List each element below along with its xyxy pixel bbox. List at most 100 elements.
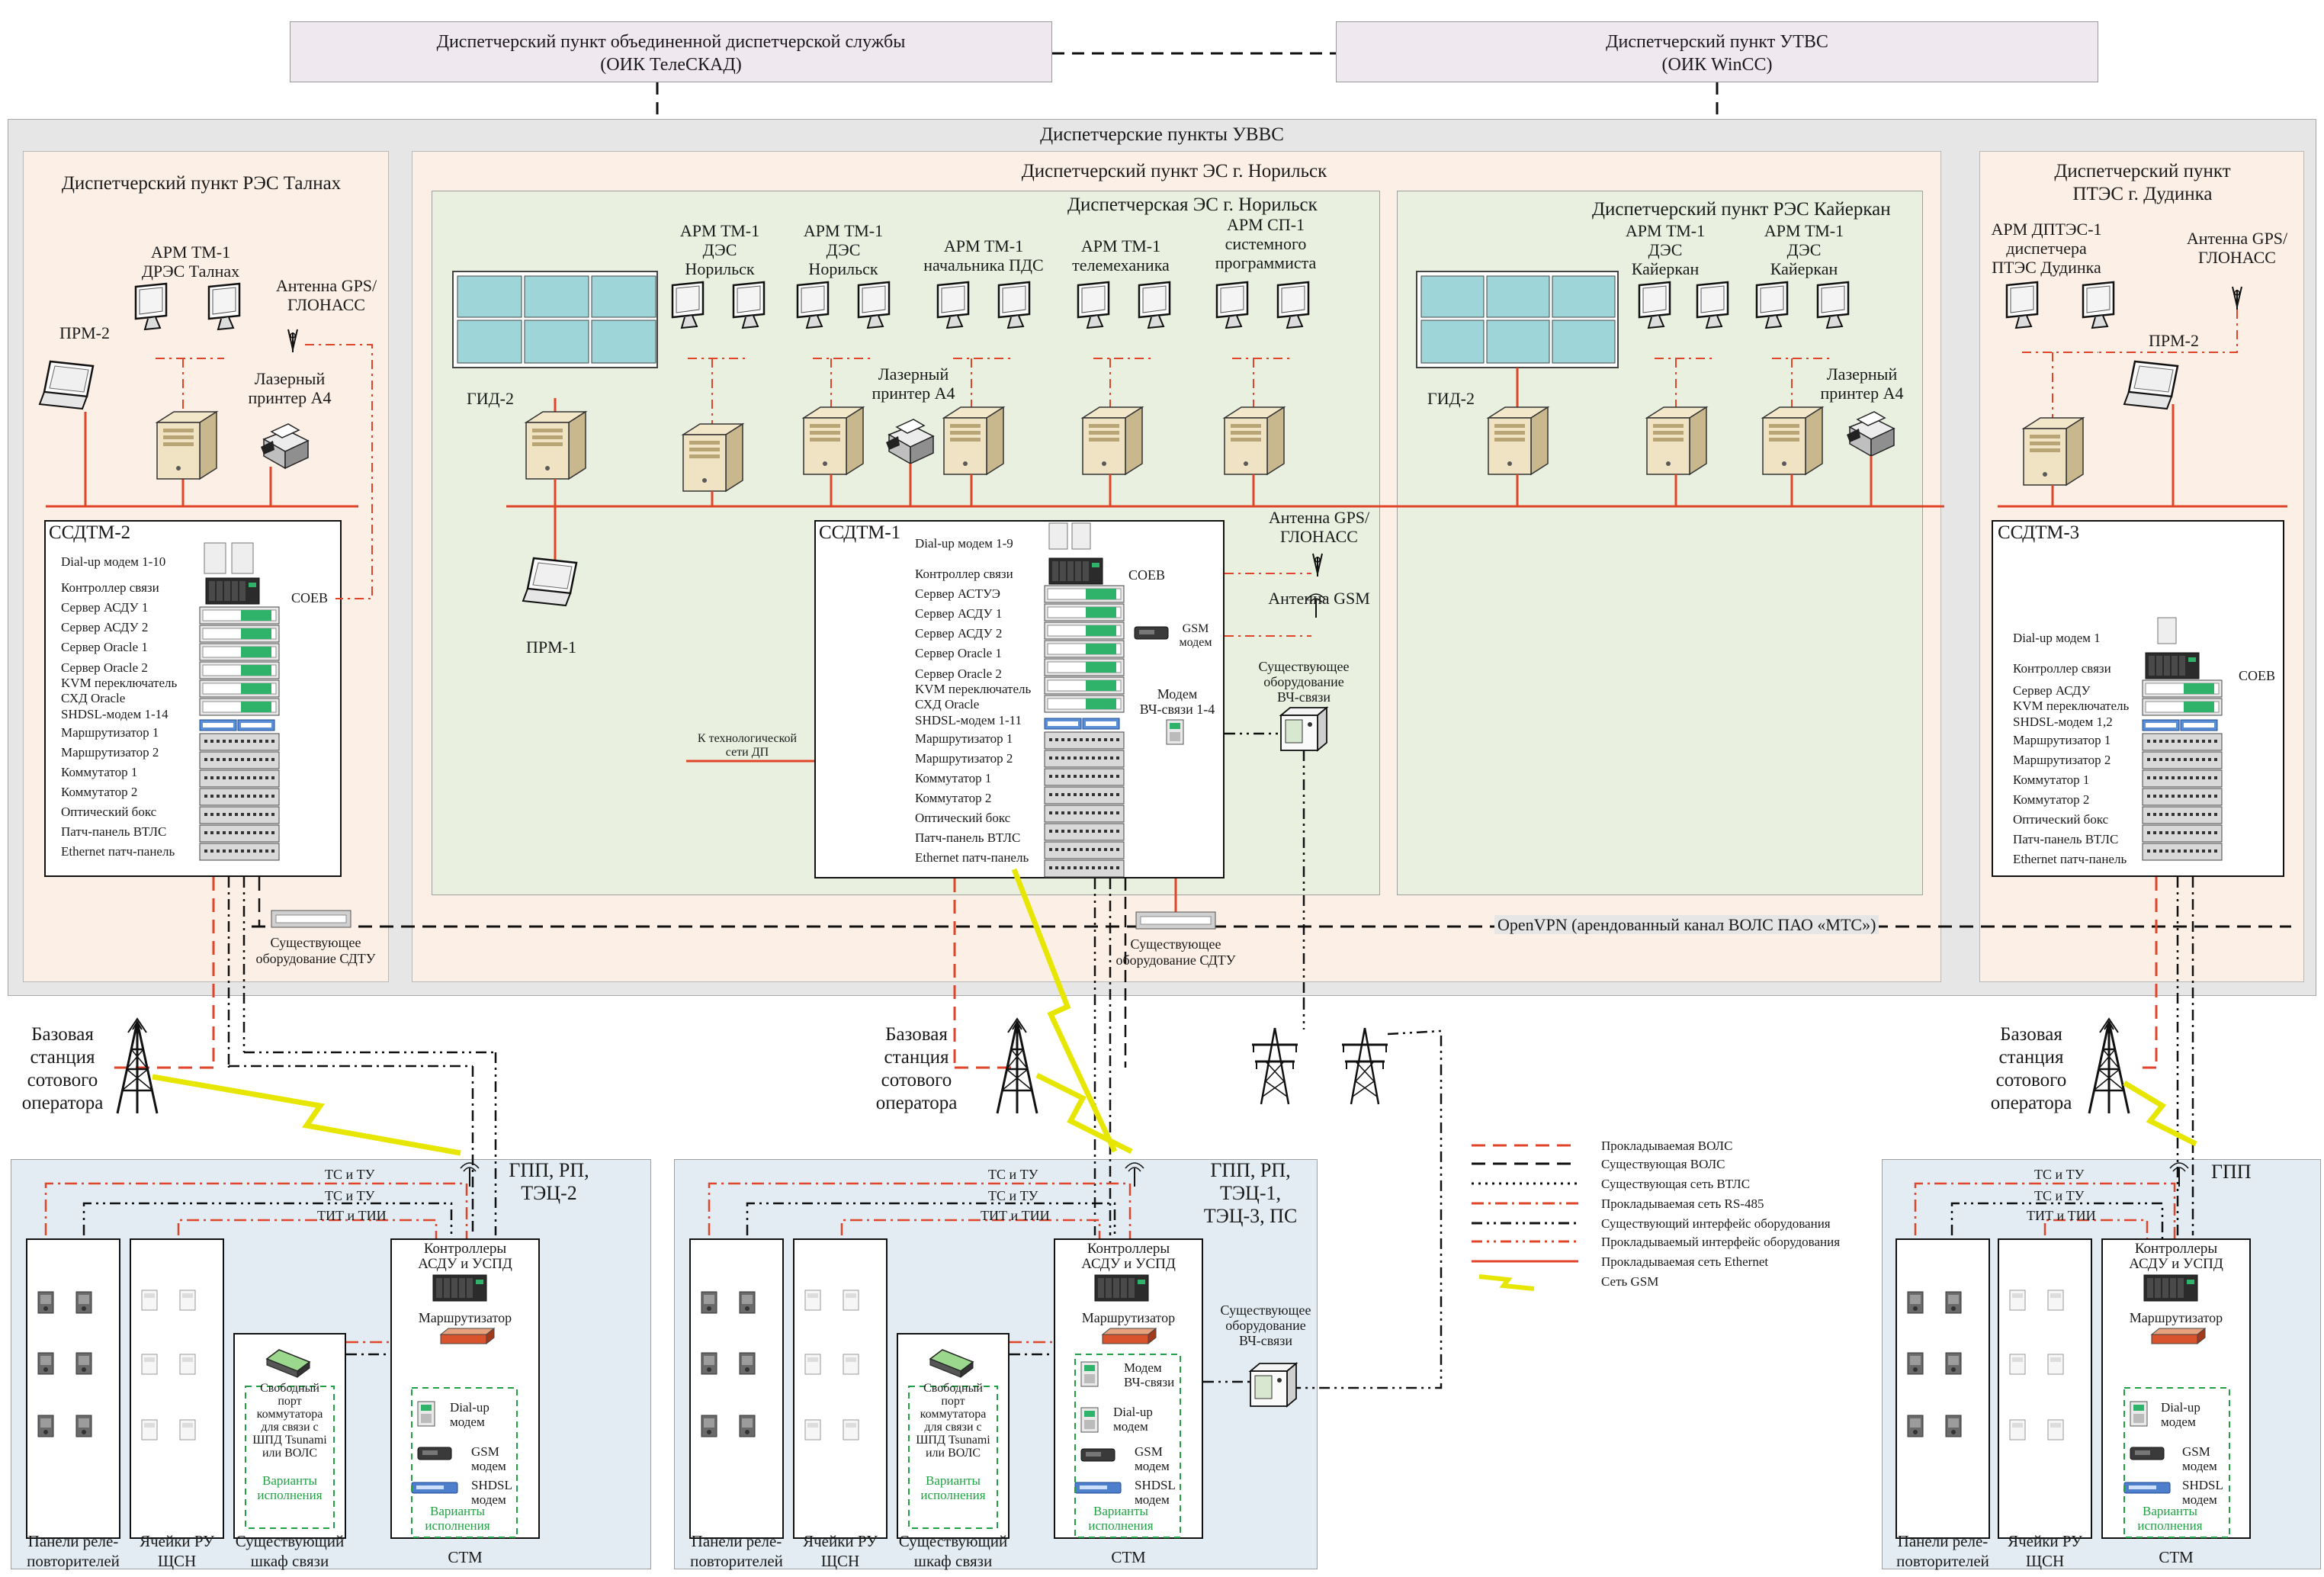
site-mid-stm: СТМ bbox=[1111, 1548, 1146, 1566]
base-station-right-label: Базовая станция сотового оператора bbox=[1990, 1024, 2072, 1113]
base-station-mid-label: Базовая станция сотового оператора bbox=[875, 1024, 958, 1113]
site-mid-ts-1: ТС и ТУ bbox=[988, 1167, 1038, 1182]
uvvs-title: Диспетчерские пункты УВВС bbox=[1040, 124, 1284, 145]
rack-item: KVM переключатель bbox=[61, 676, 178, 690]
site-mid-panels-frame bbox=[689, 1238, 784, 1539]
site-mid-tit: ТИТ и ТИИ bbox=[981, 1208, 1050, 1223]
norilsk-printer-label: Лазерный принтер А4 bbox=[872, 365, 955, 403]
rack-item: СХД Oracle bbox=[915, 697, 980, 711]
rack-item: Сервер Oracle 1 bbox=[915, 646, 1002, 660]
rack-item: SHDSL-модем 1,2 bbox=[2013, 715, 2113, 729]
site-right-gsm: GSM модем bbox=[2182, 1444, 2217, 1473]
legend-item: Прокладываемая сеть Ethernet bbox=[1601, 1254, 1769, 1269]
rack-ssdtm-3-frame bbox=[1992, 520, 2284, 877]
top-box-ojs bbox=[290, 21, 1052, 82]
rack-item: Оптический бокс bbox=[915, 811, 1011, 825]
rack-item: Патч-панель ВТЛС bbox=[2013, 832, 2119, 846]
site-mid-vch-existing: Существующее оборудование ВЧ-связи bbox=[1220, 1302, 1311, 1348]
rack-ssdtm-3-visual bbox=[2142, 617, 2223, 861]
site-right-dialup: Dial-up модем bbox=[2161, 1400, 2200, 1429]
site-mid-shdsl: SHDSL модем bbox=[1135, 1478, 1176, 1507]
site-left-router: Маршрутизатор bbox=[418, 1310, 512, 1325]
site-mid-router: Маршрутизатор bbox=[1081, 1310, 1176, 1325]
rack-item: Dial-up модем 1-9 bbox=[915, 536, 1013, 551]
norilsk-vch-modem: Модем ВЧ-связи 1-4 bbox=[1139, 686, 1215, 717]
dudinka-rack-title: ССДТМ-3 bbox=[1998, 522, 2080, 543]
norilsk-prm-label: ПРМ-1 bbox=[526, 638, 577, 657]
openvpn-label: OpenVPN (арендованный канал ВОЛС ПАО «МТ… bbox=[1494, 915, 1879, 934]
rack-item: Патч-панель ВТЛС bbox=[61, 824, 167, 839]
norilsk-gsm-modem: GSM модем bbox=[1179, 622, 1212, 649]
norilsk-gid-label: ГИД-2 bbox=[467, 389, 514, 408]
site-left-controllers: Контроллеры АСДУ и УСПД bbox=[418, 1241, 512, 1272]
legend-item: Существующий интерфейс оборудования bbox=[1601, 1216, 1831, 1231]
kayerkan-printer-label: Лазерный принтер А4 bbox=[1820, 365, 1904, 403]
rack-item: Коммутатор 1 bbox=[915, 771, 992, 785]
norilsk-sub-title: Диспетчерская ЭС г. Норильск bbox=[1067, 194, 1318, 215]
site-right-router: Маршрутизатор bbox=[2129, 1310, 2223, 1325]
site-left-cells: Ячейки РУ ЩСН bbox=[140, 1532, 214, 1570]
site-left-free-port: Свободный порт коммутатора для связи с Ш… bbox=[252, 1382, 327, 1460]
rack-item: Сервер АСДУ 1 bbox=[61, 600, 149, 615]
talnakh-soev: СОЕВ bbox=[291, 590, 329, 605]
kayerkan-arm-1: АРМ ТМ-1 ДЭС Кайеркан bbox=[1625, 221, 1706, 278]
norilsk-antenna-gps: Антенна GPS/ ГЛОНАСС bbox=[1268, 508, 1370, 546]
site-right-controllers: Контроллеры АСДУ и УСПД bbox=[2129, 1241, 2223, 1272]
rack-item: KVM переключатель bbox=[915, 682, 1032, 696]
rack-item: Сервер АСТУЭ bbox=[915, 586, 1001, 601]
site-left-dialup: Dial-up модем bbox=[450, 1400, 490, 1429]
rack-item: Сервер Oracle 1 bbox=[61, 640, 148, 654]
rack-item: SHDSL-модем 1-14 bbox=[61, 707, 169, 721]
rack-ssdtm-2-frame bbox=[44, 520, 342, 877]
site-left-cabinet-frame bbox=[233, 1333, 346, 1539]
norilsk-title: Диспетчерский пункт ЭС г. Норильск bbox=[1021, 161, 1327, 181]
site-left-panels-frame bbox=[26, 1238, 120, 1539]
talnakh-title: Диспетчерский пункт РЭС Талнах bbox=[61, 173, 342, 194]
site-left-title: ГПП, РП, ТЭЦ-2 bbox=[509, 1159, 589, 1204]
dudinka-rack-list: Dial-up модем 1 Контроллер связи Сервер … bbox=[2013, 628, 2129, 869]
rack-ssdtm-1-visual bbox=[1044, 522, 1125, 878]
rack-item: Ethernet патч-панель bbox=[2013, 852, 2127, 866]
site-left-ts-1: ТС и ТУ bbox=[325, 1167, 375, 1182]
site-mid-cells: Ячейки РУ ЩСН bbox=[803, 1532, 878, 1570]
site-mid-free-port: Свободный порт коммутатора для связи с Ш… bbox=[916, 1382, 990, 1460]
site-left-stm: СТМ bbox=[448, 1548, 483, 1566]
site-left-panels: Панели реле- повторителей bbox=[27, 1532, 120, 1570]
site-right-stm: СТМ bbox=[2159, 1548, 2194, 1566]
rack-item: Ethernet патч-панель bbox=[915, 850, 1029, 865]
rack-item: Патч-панель ВТЛС bbox=[915, 830, 1021, 845]
dudinka-arm: АРМ ДПТЭС-1 диспетчера ПТЭС Дудинка bbox=[1991, 220, 2102, 277]
site-mid-variants-stm: Варианты исполнения bbox=[1088, 1504, 1154, 1533]
talnakh-antenna-label: Антенна GPS/ ГЛОНАСС bbox=[275, 276, 377, 314]
top-box-utvs-label: Диспетчерский пункт УТВС (ОИК WinCC) bbox=[1606, 32, 1828, 75]
site-right-tit: ТИТ и ТИИ bbox=[2027, 1208, 2096, 1223]
legend-item: Прокладываемая сеть RS-485 bbox=[1601, 1196, 1764, 1211]
site-mid-vch: Модем ВЧ-связи bbox=[1124, 1360, 1175, 1389]
site-left-tit: ТИТ и ТИИ bbox=[317, 1208, 387, 1223]
kayerkan-title: Диспетчерский пункт РЭС Кайеркан bbox=[1592, 199, 1891, 220]
talnakh-sdtu-label: Существующее оборудование СДТУ bbox=[255, 935, 376, 966]
rack-item: Контроллер связи bbox=[61, 580, 159, 595]
norilsk-tech-net: К технологической сети ДП bbox=[697, 732, 798, 759]
rack-item: Dial-up модем 1 bbox=[2013, 631, 2101, 645]
dudinka-antenna: Антенна GPS/ ГЛОНАСС bbox=[2186, 229, 2288, 267]
norilsk-arm-3: АРМ ТМ-1 начальника ПДС bbox=[923, 236, 1044, 275]
site-right-title: ГПП bbox=[2211, 1161, 2252, 1183]
rack-item: Оптический бокс bbox=[61, 805, 157, 819]
site-mid-cells-frame bbox=[793, 1238, 888, 1539]
rack-item: Сервер Oracle 2 bbox=[61, 660, 148, 675]
rack-item: Сервер АСДУ bbox=[2013, 683, 2091, 698]
site-left-ts-2: ТС и ТУ bbox=[325, 1188, 375, 1203]
site-left-cells-frame bbox=[130, 1238, 224, 1539]
norilsk-arm-2: АРМ ТМ-1 ДЭС Норильск bbox=[803, 221, 884, 278]
site-mid-dialup: Dial-up модем bbox=[1113, 1405, 1153, 1434]
rack-item: Коммутатор 2 bbox=[61, 785, 138, 799]
rack-item: Сервер АСДУ 1 bbox=[915, 606, 1003, 621]
talnakh-prm-label: ПРМ-2 bbox=[59, 323, 111, 342]
legend-item: Существующая ВОЛС bbox=[1601, 1157, 1725, 1171]
rack-item: Коммутатор 2 bbox=[915, 791, 992, 805]
site-left-shdsl: SHDSL модем bbox=[471, 1478, 512, 1507]
legend-item: Существующая сеть ВТЛС bbox=[1601, 1177, 1751, 1191]
talnakh-arm-label: АРМ ТМ-1 ДРЭС Талнах bbox=[141, 242, 240, 281]
dudinka-soev: СОЕВ bbox=[2239, 668, 2276, 683]
